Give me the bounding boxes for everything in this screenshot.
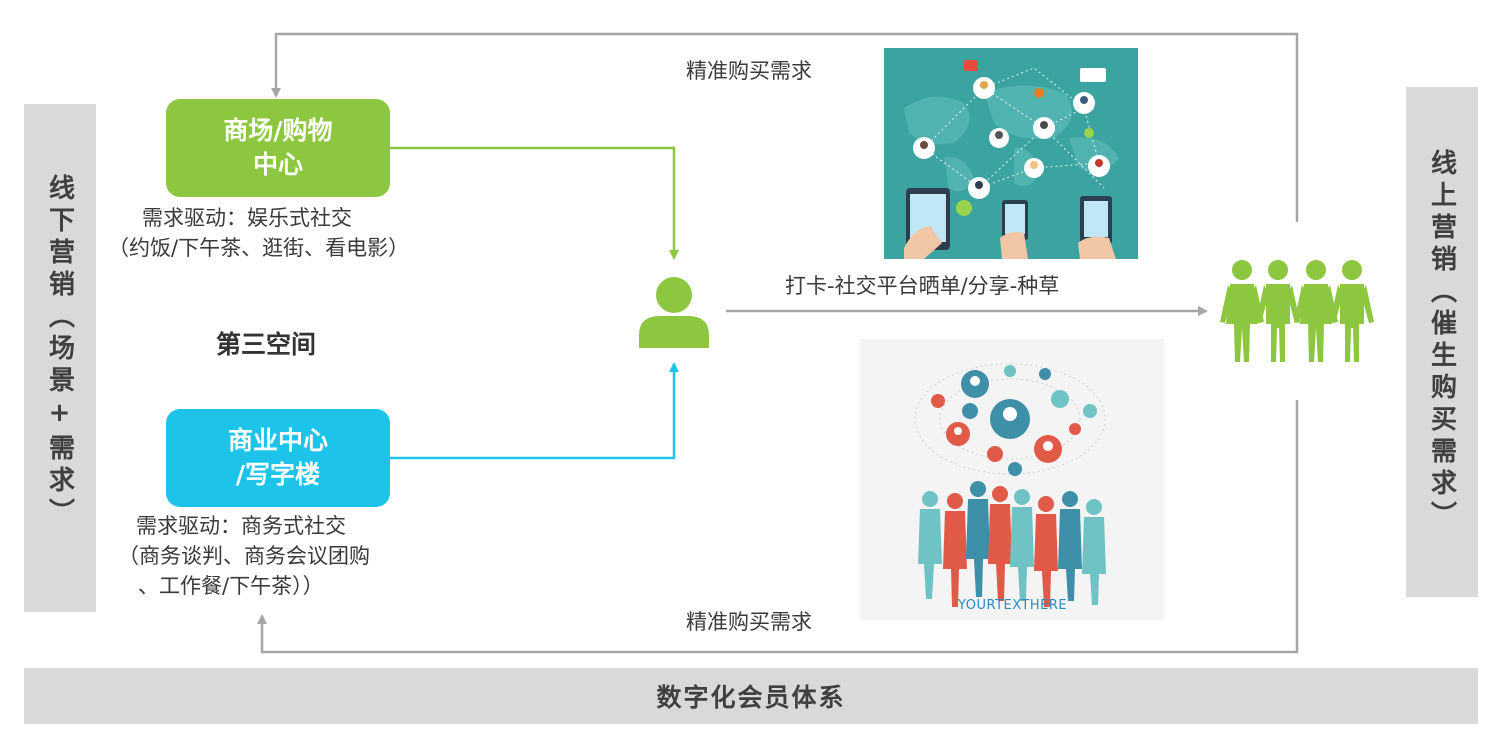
middle-flow-label: 打卡-社交平台晒单/分享-种草 bbox=[785, 274, 1060, 298]
mall-desc-line1: 需求驱动：娱乐式社交 bbox=[142, 206, 352, 230]
mall-desc-line2: （约饭/下午茶、逛街、看电影） bbox=[108, 236, 410, 260]
mall-box: 商场/购物 中心 bbox=[166, 99, 390, 197]
top-feedback-arrow bbox=[271, 32, 1299, 222]
mall-to-consumer-arrow bbox=[388, 146, 679, 260]
third-space-label: 第三空间 bbox=[216, 330, 317, 359]
image-caption: YOURTEXTHERE bbox=[958, 598, 1068, 613]
online-marketing-bar: 线上营销（催生购买需求） bbox=[1406, 87, 1478, 597]
business-people-illustration bbox=[914, 363, 1106, 607]
office-box: 商业中心 /写字楼 bbox=[166, 409, 390, 507]
bottom-feedback-arrow bbox=[257, 400, 1299, 654]
bottom-flow-label: 精准购买需求 bbox=[686, 610, 812, 634]
office-title-line1: 商业中心 bbox=[227, 426, 328, 455]
office-desc-line2: （商务谈判、商务会议团购 bbox=[118, 544, 370, 568]
digital-membership-bar: 数字化会员体系 bbox=[24, 668, 1478, 724]
offline-marketing-label: 线下营销（场景+需求） bbox=[44, 174, 75, 530]
offline-marketing-bar: 线下营销（场景+需求） bbox=[24, 104, 96, 612]
social-network-illustration bbox=[904, 60, 1119, 259]
office-desc-line1: 需求驱动：商务式社交 bbox=[136, 514, 346, 538]
digital-membership-label: 数字化会员体系 bbox=[656, 683, 846, 712]
consumer-icon bbox=[639, 277, 709, 348]
office-desc-line3: 、工作餐/下午茶）） bbox=[138, 574, 324, 598]
online-marketing-label: 线上营销（催生购买需求） bbox=[1426, 149, 1457, 533]
mall-description: 需求驱动：娱乐式社交 （约饭/下午茶、逛街、看电影） bbox=[108, 203, 409, 263]
crowd-icon bbox=[1220, 260, 1374, 362]
mall-title-line1: 商场/购物 bbox=[223, 116, 333, 145]
social-network-image bbox=[884, 48, 1138, 259]
top-flow-label: 精准购买需求 bbox=[686, 59, 812, 83]
office-to-consumer-arrow bbox=[388, 362, 679, 460]
office-title-line2: /写字楼 bbox=[235, 460, 321, 489]
business-people-image: YOURTEXTHERE bbox=[860, 339, 1164, 620]
office-description: 需求驱动：商务式社交 （商务谈判、商务会议团购 、工作餐/下午茶）） bbox=[118, 511, 370, 601]
mall-title-line2: 中心 bbox=[252, 150, 303, 179]
